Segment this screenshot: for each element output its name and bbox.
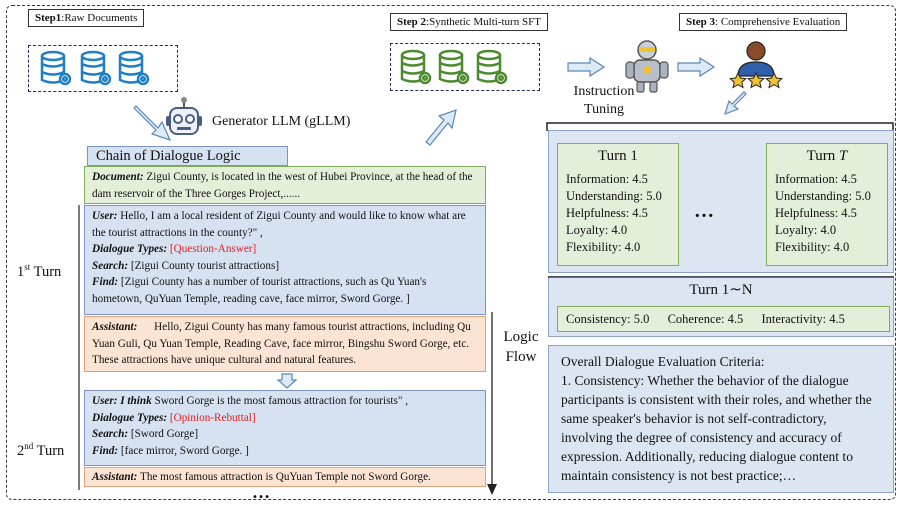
evaluator-icon <box>729 41 783 89</box>
eval-turnT-information: Information: 4.5 <box>775 172 857 186</box>
instruction-tuning-label: Instruction Tuning <box>573 84 635 117</box>
document-box: Document: Zigui County, is located in th… <box>84 166 486 204</box>
eval-turnT-loyalty: Loyalty: 4.0 <box>775 223 837 237</box>
turn1-user-label: User: <box>92 210 118 222</box>
criteria-text: 1. Consistency: Whether the behavior of … <box>561 373 872 483</box>
turn2-assistant-label: Assistant: <box>92 471 138 483</box>
eval-turn1-information: Information: 4.5 <box>566 172 648 186</box>
turn1-user-box: User: Hello, I am a local resident of Zi… <box>84 205 486 315</box>
arrow-right-icon-2 <box>677 57 716 77</box>
synthetic-sft-box <box>390 43 540 91</box>
eval-turnT-understanding: Understanding: 5.0 <box>775 189 871 203</box>
turn2-types-value: [Opinion-Rebuttal] <box>167 411 256 424</box>
arrow-down-icon <box>277 373 297 389</box>
arrow-down-right-icon <box>133 105 172 141</box>
evaluation-bracket <box>546 122 894 131</box>
turn1-find-value: [Zigui County has a number of tourist at… <box>92 276 427 305</box>
turn1-label: 1st Turn <box>17 262 62 280</box>
turn2-user-text: Sword Gorge is the most famous attractio… <box>151 395 409 407</box>
criteria-title: Overall Dialogue Evaluation Criteria: <box>561 354 765 369</box>
turn2-assistant-text: The most famous attraction is QuYuan Tem… <box>137 471 431 483</box>
step2-label: Step 2:Synthetic Multi-turn SFT <box>390 13 548 31</box>
eval-turn1-helpfulness: Helpfulness: 4.5 <box>566 206 648 220</box>
turn1-find-label: Find: <box>92 276 119 288</box>
chain-title: Chain of Dialogue Logic <box>87 146 288 166</box>
turn2-search-label: Search: <box>92 428 129 440</box>
robot-icon <box>166 97 202 135</box>
arrow-right-icon <box>567 57 606 77</box>
arrow-down-left-icon <box>724 91 747 116</box>
turn1-user-text: Hello, I am a local resident of Zigui Co… <box>92 210 466 239</box>
turn2-assistant-box: Assistant: The most famous attraction is… <box>84 467 486 487</box>
eval-turnT-title: Turn T <box>806 148 848 164</box>
turn2-user-box: User: I think Sword Gorge is the most fa… <box>84 390 486 466</box>
eval-turn1-flexibility: Flexibility: 4.0 <box>566 240 641 254</box>
eval-turn1-loyalty: Loyalty: 4.0 <box>566 223 628 237</box>
turn-bracket <box>78 205 80 490</box>
turn1-types-value: [Question-Answer] <box>167 243 257 255</box>
turn2-user-label: User: I think <box>92 395 152 407</box>
overall-consistency: Consistency: 5.0 <box>566 312 650 326</box>
logic-flow-label: Logic Flow <box>503 329 539 365</box>
eval-turnT-flexibility: Flexibility: 4.0 <box>775 240 850 254</box>
raw-documents-box <box>28 45 178 92</box>
turn1-types-label: Dialogue Types: <box>92 243 168 255</box>
more-turns-ellipsis: … <box>252 482 270 502</box>
eval-turn1-understanding: Understanding: 5.0 <box>566 189 662 203</box>
turn2-search-value: [Sword Gorge] <box>128 428 199 440</box>
document-text: Zigui County, is located in the west of … <box>92 171 473 200</box>
document-label: Document: <box>92 171 144 183</box>
generator-llm-label: Generator LLM (gLLM) <box>212 114 351 129</box>
arrow-up-right-icon <box>425 109 457 146</box>
panel-divider <box>548 276 894 278</box>
turn2-types-label: Dialogue Types: <box>92 411 168 424</box>
outer-frame <box>6 5 896 500</box>
overall-scores-card: Consistency: 5.0 Coherence: 4.5 Interact… <box>557 306 890 332</box>
eval-turnT-helpfulness: Helpfulness: 4.5 <box>775 206 857 220</box>
database-icons-green <box>400 49 508 85</box>
criteria-box: Overall Dialogue Evaluation Criteria: 1.… <box>548 345 894 493</box>
eval-turns-ellipsis: … <box>694 200 714 222</box>
turn2-find-label: Find: <box>92 444 119 457</box>
step1-label: Step1:Raw Documents <box>28 9 145 27</box>
eval-turnT-card: Turn T Information: 4.5 Understanding: 5… <box>766 143 888 266</box>
turn1-search-value: [Zigui County tourist attractions] <box>128 259 280 272</box>
turn-range-title: Turn 1∼N <box>689 282 753 298</box>
turn1-assistant-text: Hello, Zigui County has many famous tour… <box>92 321 474 366</box>
logic-flow-arrow <box>487 312 497 495</box>
overall-coherence: Coherence: 4.5 <box>667 312 744 326</box>
turn2-find-value: [face mirror, Sword Gorge. ] <box>118 444 249 457</box>
turn2-label: 2nd Turn <box>17 441 65 459</box>
overall-interactivity: Interactivity: 4.5 <box>761 312 845 326</box>
tuned-model-icon <box>625 40 669 93</box>
turn1-assistant-box: Assistant: Hello, Zigui County has many … <box>84 316 486 372</box>
step3-label: Step 3: Comprehensive Evaluation <box>679 13 848 31</box>
eval-turn1-card: Turn 1 Information: 4.5 Understanding: 5… <box>557 143 679 266</box>
turn1-assistant-label: Assistant: <box>92 321 138 333</box>
database-icons-blue <box>40 50 150 86</box>
eval-turn1-title: Turn 1 <box>598 148 638 164</box>
turn1-search-label: Search: <box>92 259 129 272</box>
